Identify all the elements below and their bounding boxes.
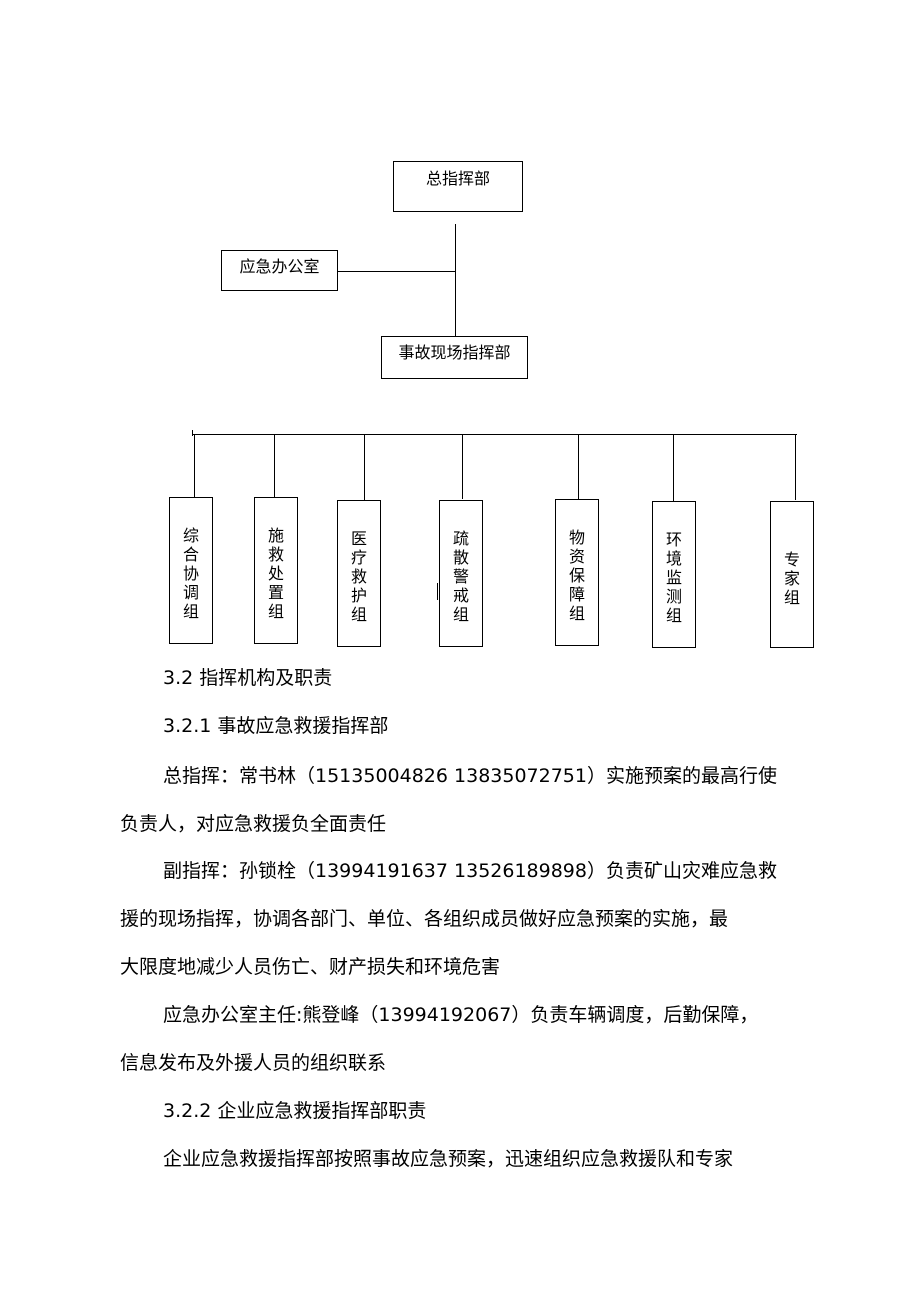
org-box-emergency-office: 应急办公室 <box>221 250 338 291</box>
org-box-top-command: 总指挥部 <box>393 161 523 212</box>
org-label-group-monitoring: 环境监测组 <box>665 530 682 625</box>
org-box-group-supplies: 物资保障组 <box>555 499 599 646</box>
section-heading-3-2: 3.2 指挥机构及职责 <box>163 667 333 689</box>
connector-top-vertical <box>455 224 456 337</box>
org-box-group-rescue: 施救处置组 <box>254 497 298 644</box>
org-label-top-command: 总指挥部 <box>425 169 490 188</box>
org-box-group-coordination: 综合协调组 <box>169 497 213 644</box>
connector-group-3 <box>364 434 365 500</box>
connector-groups-bus <box>192 434 797 435</box>
connector-group-4 <box>462 434 463 499</box>
org-label-group-medical: 医疗救护组 <box>350 529 367 624</box>
stray-mark <box>437 583 438 600</box>
org-label-emergency-office: 应急办公室 <box>239 257 320 276</box>
paragraph-enterprise-line-1: 企业应急救援指挥部按照事故应急预案，迅速组织应急救援队和专家 <box>163 1148 734 1170</box>
connector-group-5 <box>578 434 579 499</box>
org-label-site-command: 事故现场指挥部 <box>398 343 511 362</box>
org-label-group-evacuation: 疏散警戒组 <box>452 529 469 624</box>
org-label-group-supplies: 物资保障组 <box>568 528 585 623</box>
org-box-group-evacuation: 疏散警戒组 <box>439 500 483 647</box>
connector-bus-left-tick <box>192 430 193 436</box>
org-box-group-experts: 专家组 <box>770 501 814 648</box>
paragraph-commander-line-2: 负责人，对应急救援负全面责任 <box>120 813 387 835</box>
org-label-group-experts: 专家组 <box>783 550 800 607</box>
paragraph-office-line-2: 信息发布及外援人员的组织联系 <box>120 1052 387 1074</box>
paragraph-deputy-line-2: 援的现场指挥，协调各部门、单位、各组织成员做好应急预案的实施，最 <box>120 908 729 930</box>
org-label-group-rescue: 施救处置组 <box>267 526 284 621</box>
connector-group-2 <box>274 434 275 498</box>
paragraph-commander-line-1: 总指挥：常书林（15135004826 13835072751）实施预案的最高行… <box>163 765 777 787</box>
paragraph-deputy-line-3: 大限度地减少人员伤亡、财产损失和环境危害 <box>120 956 501 978</box>
paragraph-deputy-line-1: 副指挥：孙锁栓（13994191637 13526189898）负责矿山灾难应急… <box>163 860 777 882</box>
org-box-site-command: 事故现场指挥部 <box>381 336 528 379</box>
section-heading-3-2-2: 3.2.2 企业应急救援指挥部职责 <box>163 1100 427 1122</box>
connector-group-7 <box>795 434 796 500</box>
connector-group-1 <box>194 434 195 497</box>
org-box-group-monitoring: 环境监测组 <box>652 501 696 648</box>
connector-office-horizontal <box>338 271 456 272</box>
paragraph-office-line-1: 应急办公室主任:熊登峰（13994192067）负责车辆调度，后勤保障， <box>163 1004 759 1026</box>
org-box-group-medical: 医疗救护组 <box>337 500 381 647</box>
connector-group-6 <box>673 434 674 502</box>
org-label-group-coordination: 综合协调组 <box>182 526 199 621</box>
section-heading-3-2-1: 3.2.1 事故应急救援指挥部 <box>163 715 389 737</box>
